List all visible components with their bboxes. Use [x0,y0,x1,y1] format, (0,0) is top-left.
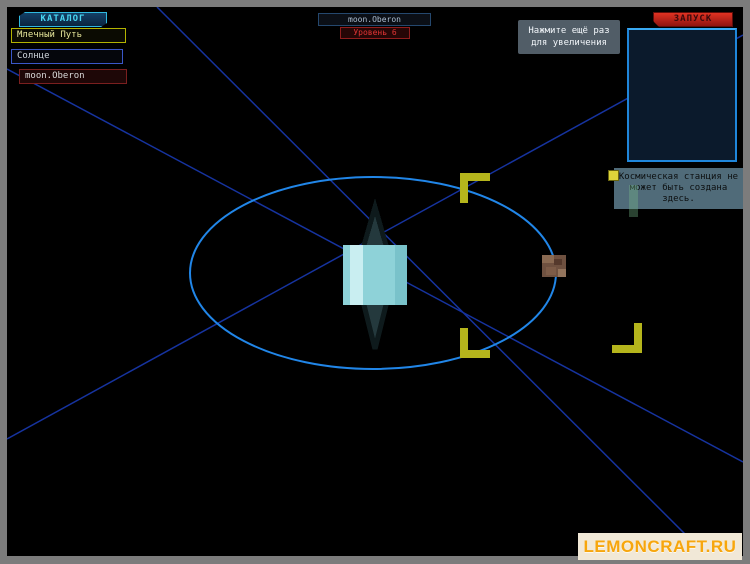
body-info-panel [627,28,737,162]
asteroid-icon[interactable] [542,255,566,277]
launch-button[interactable]: ЗАПУСК [653,12,733,27]
catalog-item-moon[interactable]: moon.Oberon [19,69,127,84]
planet-moon-oberon[interactable] [343,197,407,350]
watermark-label: LEMONCRAFT.RU [578,533,742,560]
space-map-viewport[interactable]: КАТАЛОГ Млечный Путь Солнце moon.Oberon … [7,7,743,556]
catalog-item-star[interactable]: Солнце [11,49,123,64]
warning-icon [608,170,619,181]
selection-bracket-bottom-left-icon [460,328,490,358]
space-scene [7,7,743,556]
catalog-header-button[interactable]: КАТАЛОГ [19,12,107,27]
selection-bracket-top-left-icon [460,173,490,203]
station-warning-message: Космическая станция не может быть создан… [614,168,743,209]
selected-body-label: moon.Oberon [318,13,431,26]
selection-bracket-bottom-right-icon [612,323,642,353]
zoom-hint-tooltip: Нажмите ещё раз для увеличения [518,20,620,54]
body-level-badge: Уровень 6 [340,27,410,39]
warning-highlight-bar [629,185,638,217]
catalog-item-galaxy[interactable]: Млечный Путь [11,28,126,43]
